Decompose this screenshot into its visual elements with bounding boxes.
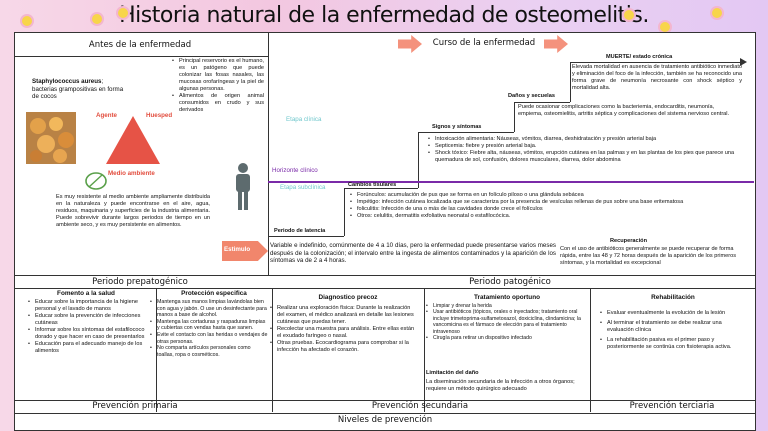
- diagnostico-item: Otras pruebas. Ecocardiograma para compr…: [270, 340, 418, 354]
- proteccion-item: Evite el contacto con las heridas o vend…: [150, 332, 268, 345]
- horizonte-label: Horizonte clínico: [272, 167, 318, 174]
- fomento-list: Educar sobre la importancia de la higien…: [28, 299, 154, 355]
- agent-description: Staphylococcus aureus; bacterias grampos…: [32, 78, 128, 101]
- proteccion-title: Protección especifica: [181, 290, 247, 297]
- prevencion-terciaria: Prevención terciaria: [629, 401, 715, 411]
- proteccion-item: No comparta artículos personales como to…: [150, 345, 268, 358]
- signo-item: Septicemia: fiebre y presión arterial ba…: [428, 143, 748, 150]
- cambios-bullets: Forúnculos: acumulación de pus que se fo…: [350, 192, 746, 220]
- limitacion-title: Limitación del daño: [426, 370, 479, 376]
- latencia-label: Periodo de latencia: [274, 228, 326, 234]
- fomento-item: Educación para el adecuado manejo de los…: [28, 341, 154, 355]
- flower-decoration: [660, 22, 670, 32]
- niveles-de-prevencion: Niveles de prevención: [337, 415, 433, 425]
- cambio-item: foliculitis: Infección de una o más de l…: [350, 206, 746, 213]
- agent-text: ; bacterias grampositivas en forma de co…: [32, 78, 124, 101]
- estimulo-label: Estimulo: [224, 246, 251, 253]
- proteccion-item: Mantenga sus manos limpias lavándolas bi…: [150, 299, 268, 319]
- bacteria-image: [26, 112, 76, 164]
- estimulo-arrow: [222, 241, 268, 261]
- diagnostico-list: Realizar una exploración física: Durante…: [270, 305, 418, 354]
- recuperacion-label: Recuperación: [610, 238, 647, 244]
- signos-label: Signos y síntomas: [432, 124, 482, 130]
- host-bullet: Alimentos de origen animal consumidos en…: [172, 93, 264, 114]
- proteccion-item: Mantenga las cortaduras y raspaduras lim…: [150, 319, 268, 332]
- fomento-item: Informar sobre los síntomas del estafilo…: [28, 327, 154, 341]
- rehab-item: La rehabilitación pasiva es el primer pa…: [600, 337, 746, 351]
- arrow-head: [740, 58, 747, 66]
- etapa-clinica-label: Etapa clínica: [286, 116, 322, 123]
- periodo-prepatogenico: Periodo prepatogénico: [92, 277, 188, 287]
- agent-name: Staphylococcus aureus: [32, 78, 102, 85]
- cambio-item: Impétigo: infección cutánea localizada q…: [350, 199, 746, 206]
- curso-header: Curso de la enfermedad: [432, 38, 536, 48]
- recuperacion-text: Con el uso de antibióticos generalmente …: [560, 246, 736, 266]
- flower-decoration: [92, 14, 102, 24]
- arrow-icon: [544, 35, 568, 53]
- muerte-label: MUERTE/ estado crónica: [606, 54, 673, 60]
- leaf-icon: [85, 172, 107, 190]
- diagnostico-item: Realizar una exploración física: Durante…: [270, 305, 418, 326]
- flower-decoration: [712, 8, 722, 18]
- host-bullet: Principal reservorio es el humano, es un…: [172, 58, 264, 93]
- flower-decoration: [118, 8, 128, 18]
- host-bullets: Principal reservorio es el humano, es un…: [172, 58, 264, 114]
- flower-decoration: [22, 16, 32, 26]
- tratamiento-title: Tratamiento oportuno: [473, 294, 541, 301]
- rehab-list: Evaluar eventualmente la evolución de la…: [600, 310, 746, 351]
- flower-decoration: [624, 10, 634, 20]
- limitacion-text: La diseminación secundaria de la infecci…: [426, 379, 575, 392]
- antes-header: Antes de la enfermedad: [88, 40, 192, 50]
- danos-label: Daños y secuelas: [508, 93, 555, 99]
- main-panel: [14, 32, 756, 431]
- tratamiento-item: Usar antibióticos (tópicos, orales o iny…: [426, 309, 588, 335]
- tratamiento-item: Cirugía para retirar un dispositivo infe…: [426, 335, 588, 342]
- muerte-text: Elevada mortalidad en ausencia de tratam…: [572, 64, 742, 91]
- periodo-patogenico: Periodo patogénico: [469, 277, 551, 287]
- signos-bullets: Intoxicación alimentaria: Náuseas, vómit…: [428, 136, 748, 164]
- fomento-item: Educar sobre la prevención de infeccione…: [28, 313, 154, 327]
- horizonte-line: [268, 181, 754, 183]
- tratamiento-list: Limpiar y drenar la herida Usar antibiót…: [426, 303, 588, 342]
- diagnostico-item: Recolectar una muestra para análisis. En…: [270, 326, 418, 340]
- signo-item: Shock tóxico: Fiebre alta, náuseas, vómi…: [428, 150, 748, 164]
- signo-item: Intoxicación alimentaria: Náuseas, vómit…: [428, 136, 748, 143]
- cambios-label: Cambios tisulares: [348, 182, 397, 188]
- etapa-subclinica-label: Etapa subclínica: [280, 184, 326, 191]
- triangle-agente-label: Agente: [96, 112, 117, 119]
- latencia-text: Variable e indefinido, comúnmente de 4 a…: [270, 242, 556, 265]
- tratamiento-item: Limpiar y drenar la herida: [426, 303, 588, 310]
- triangle-huesped-label: Huesped: [146, 112, 173, 119]
- fomento-item: Educar sobre la importancia de la higien…: [28, 299, 154, 313]
- danos-text: Puede ocasionar complicaciones como la b…: [518, 104, 730, 117]
- proteccion-list: Mantenga sus manos limpias lavándolas bi…: [150, 299, 268, 358]
- fomento-title: Fomento a la salud: [57, 290, 115, 297]
- page-title: Historia natural de la enfermedad de ost…: [119, 3, 649, 28]
- rehab-title: Rehabilitación: [651, 294, 695, 301]
- prevencion-primaria: Prevención primaria: [92, 401, 178, 411]
- triangle-medio-label: Medio ambiente: [108, 170, 155, 177]
- rehab-item: Al terminar el tratamiento se debe reali…: [600, 320, 746, 334]
- cambio-item: Forúnculos: acumulación de pus que se fo…: [350, 192, 746, 199]
- arrow-icon: [398, 35, 422, 53]
- environment-text: Es muy resistente al medio ambiente ampl…: [56, 194, 210, 228]
- rehab-item: Evaluar eventualmente la evolución de la…: [600, 310, 746, 317]
- person-icon: [236, 163, 250, 210]
- epidemiological-triangle: [106, 116, 160, 164]
- prevencion-secundaria: Prevención secundaria: [371, 401, 469, 411]
- diagnostico-title: Diagnostico precoz: [318, 294, 378, 301]
- cambio-item: Otros: celulitis, dermatitis exfoliativa…: [350, 213, 746, 220]
